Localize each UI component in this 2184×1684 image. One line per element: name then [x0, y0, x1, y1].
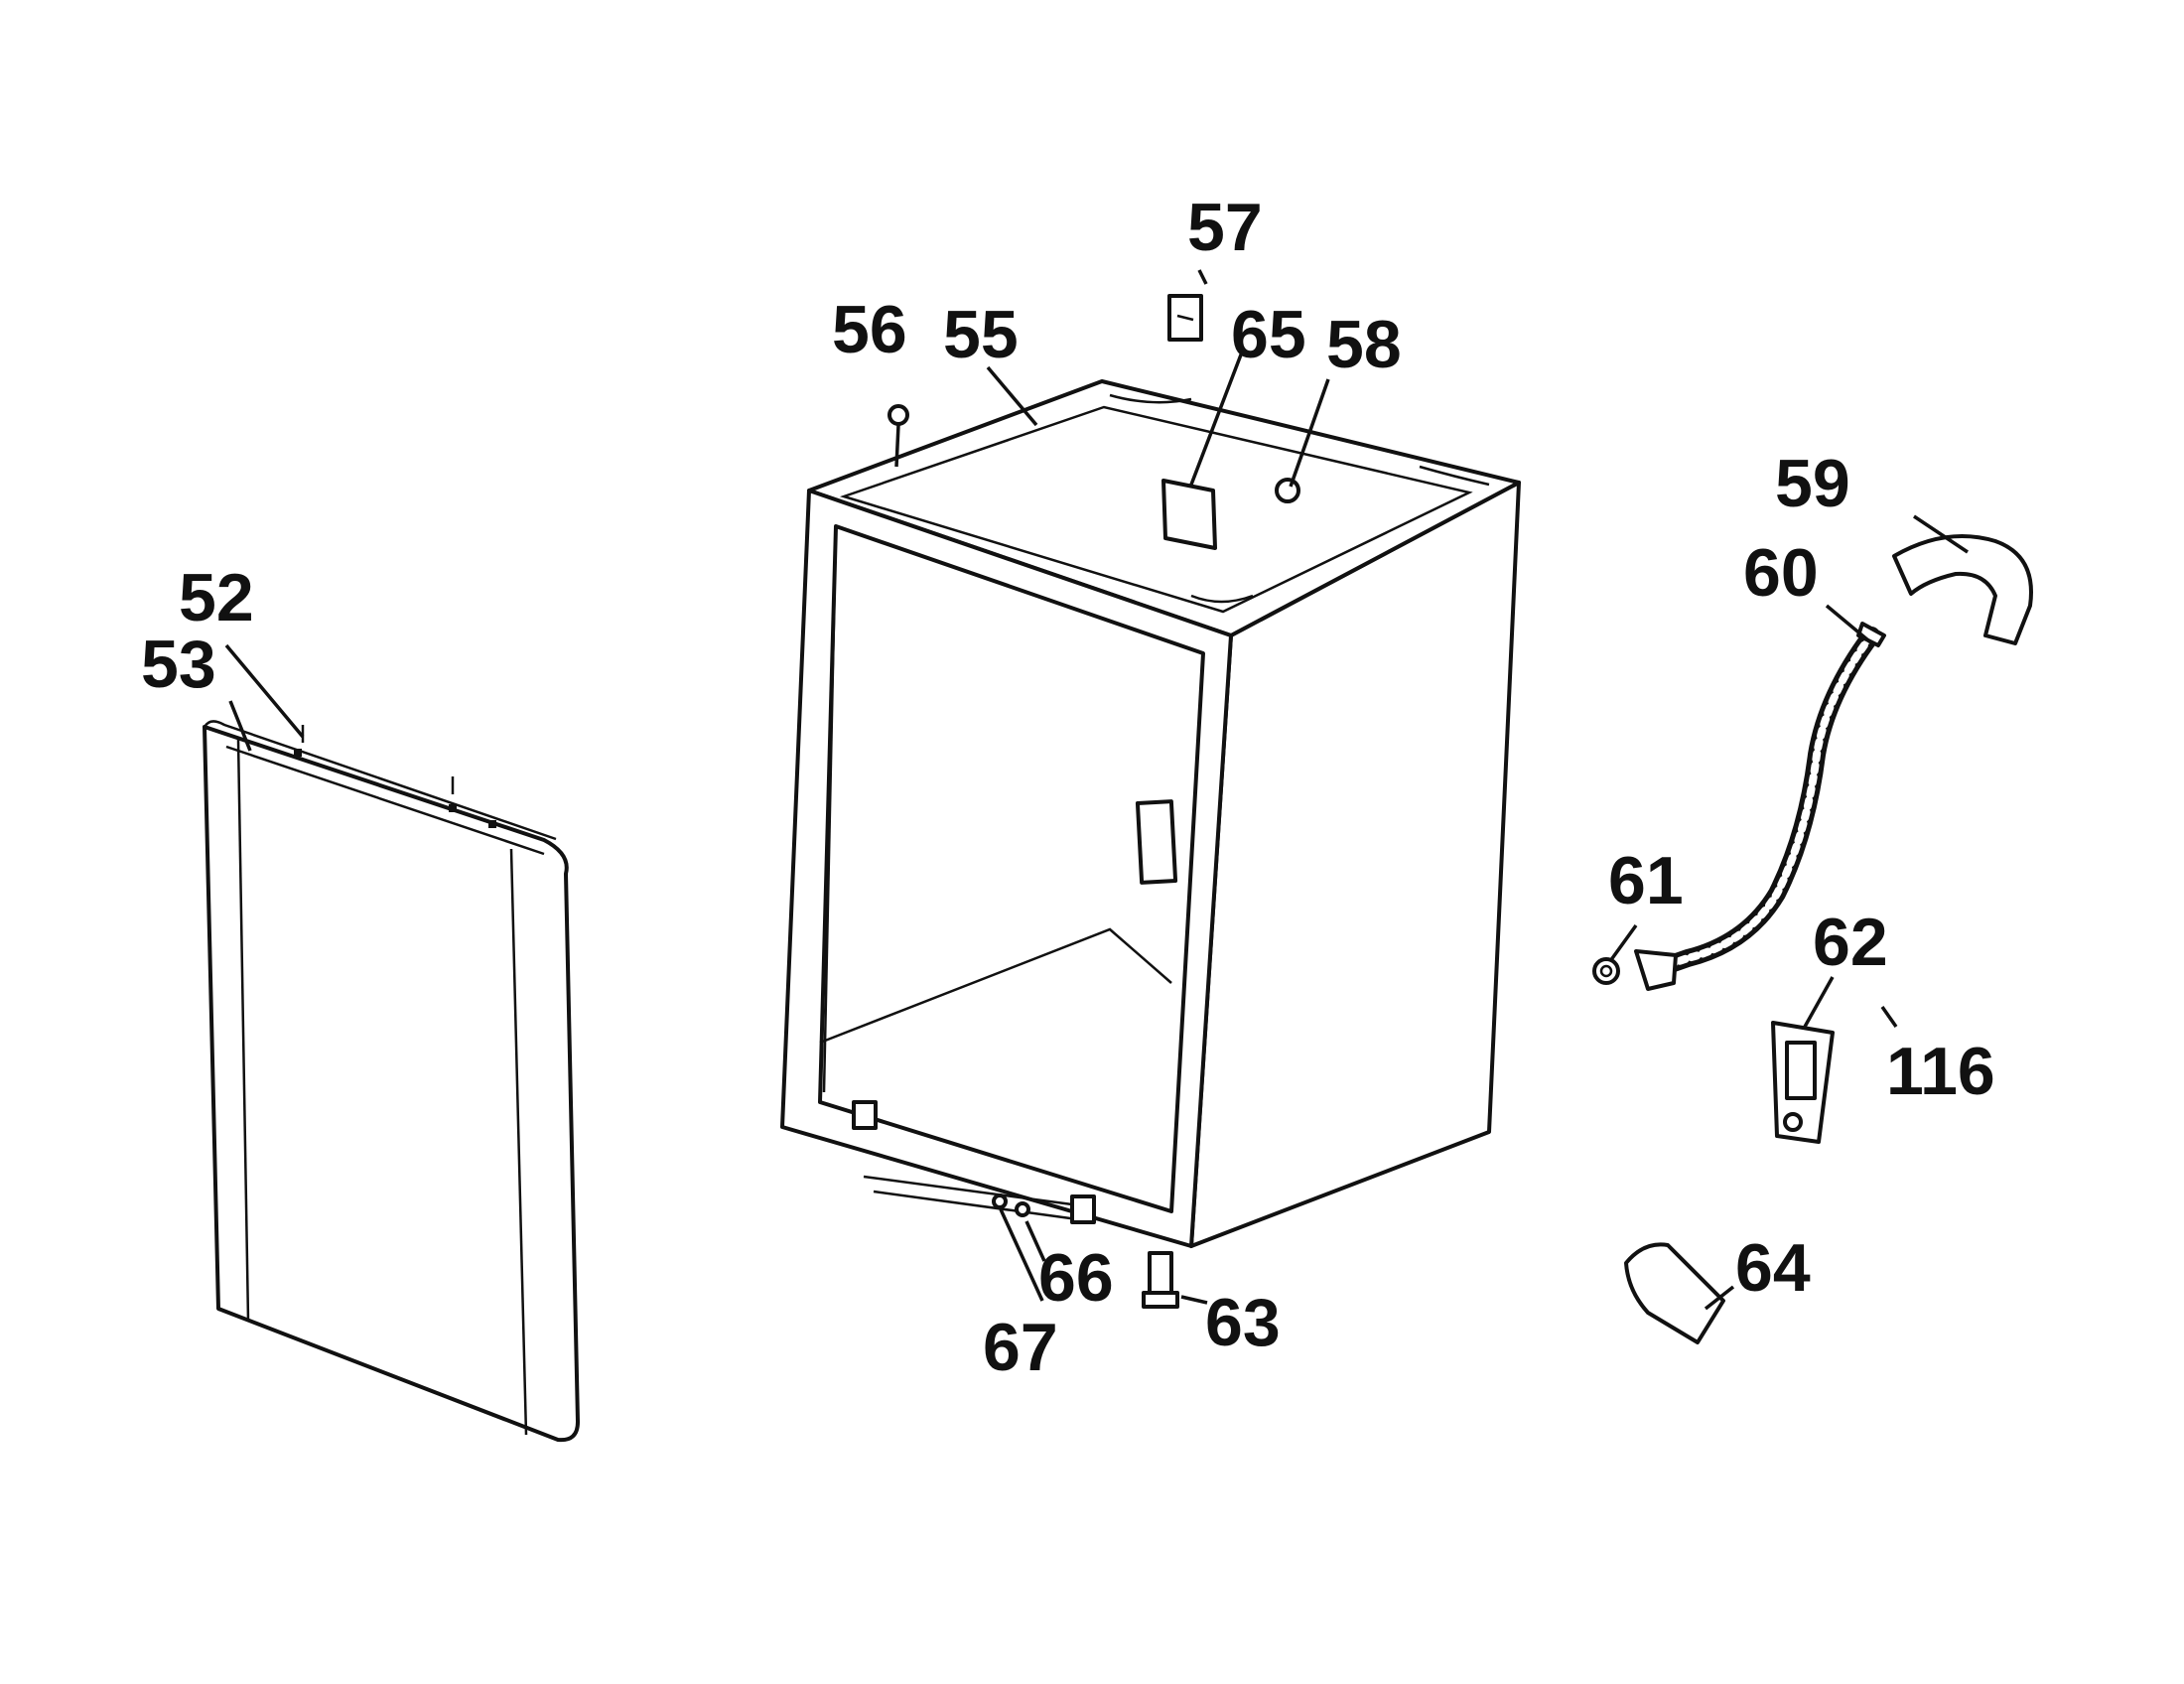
- leader-lines: [224, 269, 1969, 1311]
- callout-53: 53: [141, 627, 216, 702]
- callout-57: 57: [1187, 190, 1263, 265]
- callout-59: 59: [1775, 446, 1850, 521]
- callout-56: 56: [832, 292, 907, 367]
- callout-116: 116: [1886, 1034, 1995, 1109]
- sleeve-64: [1624, 1242, 1725, 1344]
- bracket-62: [1771, 1021, 1835, 1144]
- callout-65: 65: [1231, 297, 1306, 372]
- clip-58: [1275, 478, 1300, 503]
- screw-56: [887, 404, 909, 468]
- callout-55: 55: [943, 297, 1019, 372]
- callout-63: 63: [1205, 1285, 1281, 1360]
- small-screws: [992, 1193, 1030, 1217]
- callout-58: 58: [1326, 307, 1402, 382]
- front-panel: [203, 720, 580, 1443]
- cabinet: [780, 379, 1521, 1248]
- callout-60: 60: [1743, 535, 1819, 611]
- label-tag: [1167, 294, 1203, 342]
- callout-52: 52: [179, 560, 254, 635]
- drain-hose: [1634, 622, 1886, 991]
- callout-61: 61: [1608, 843, 1684, 918]
- leveling-foot: [1142, 1251, 1179, 1309]
- callout-67: 67: [983, 1310, 1058, 1385]
- callout-62: 62: [1813, 905, 1888, 980]
- block-65: [1161, 479, 1217, 550]
- callout-64: 64: [1735, 1230, 1811, 1306]
- callouts: 52 53 55 56 57 58 59 60 61 62 63 64 65 6…: [141, 190, 1995, 1385]
- panel-screw: [301, 725, 455, 794]
- callout-66: 66: [1038, 1240, 1114, 1316]
- hose-hanger: [1892, 534, 2033, 645]
- hose-clamp: [1592, 957, 1620, 985]
